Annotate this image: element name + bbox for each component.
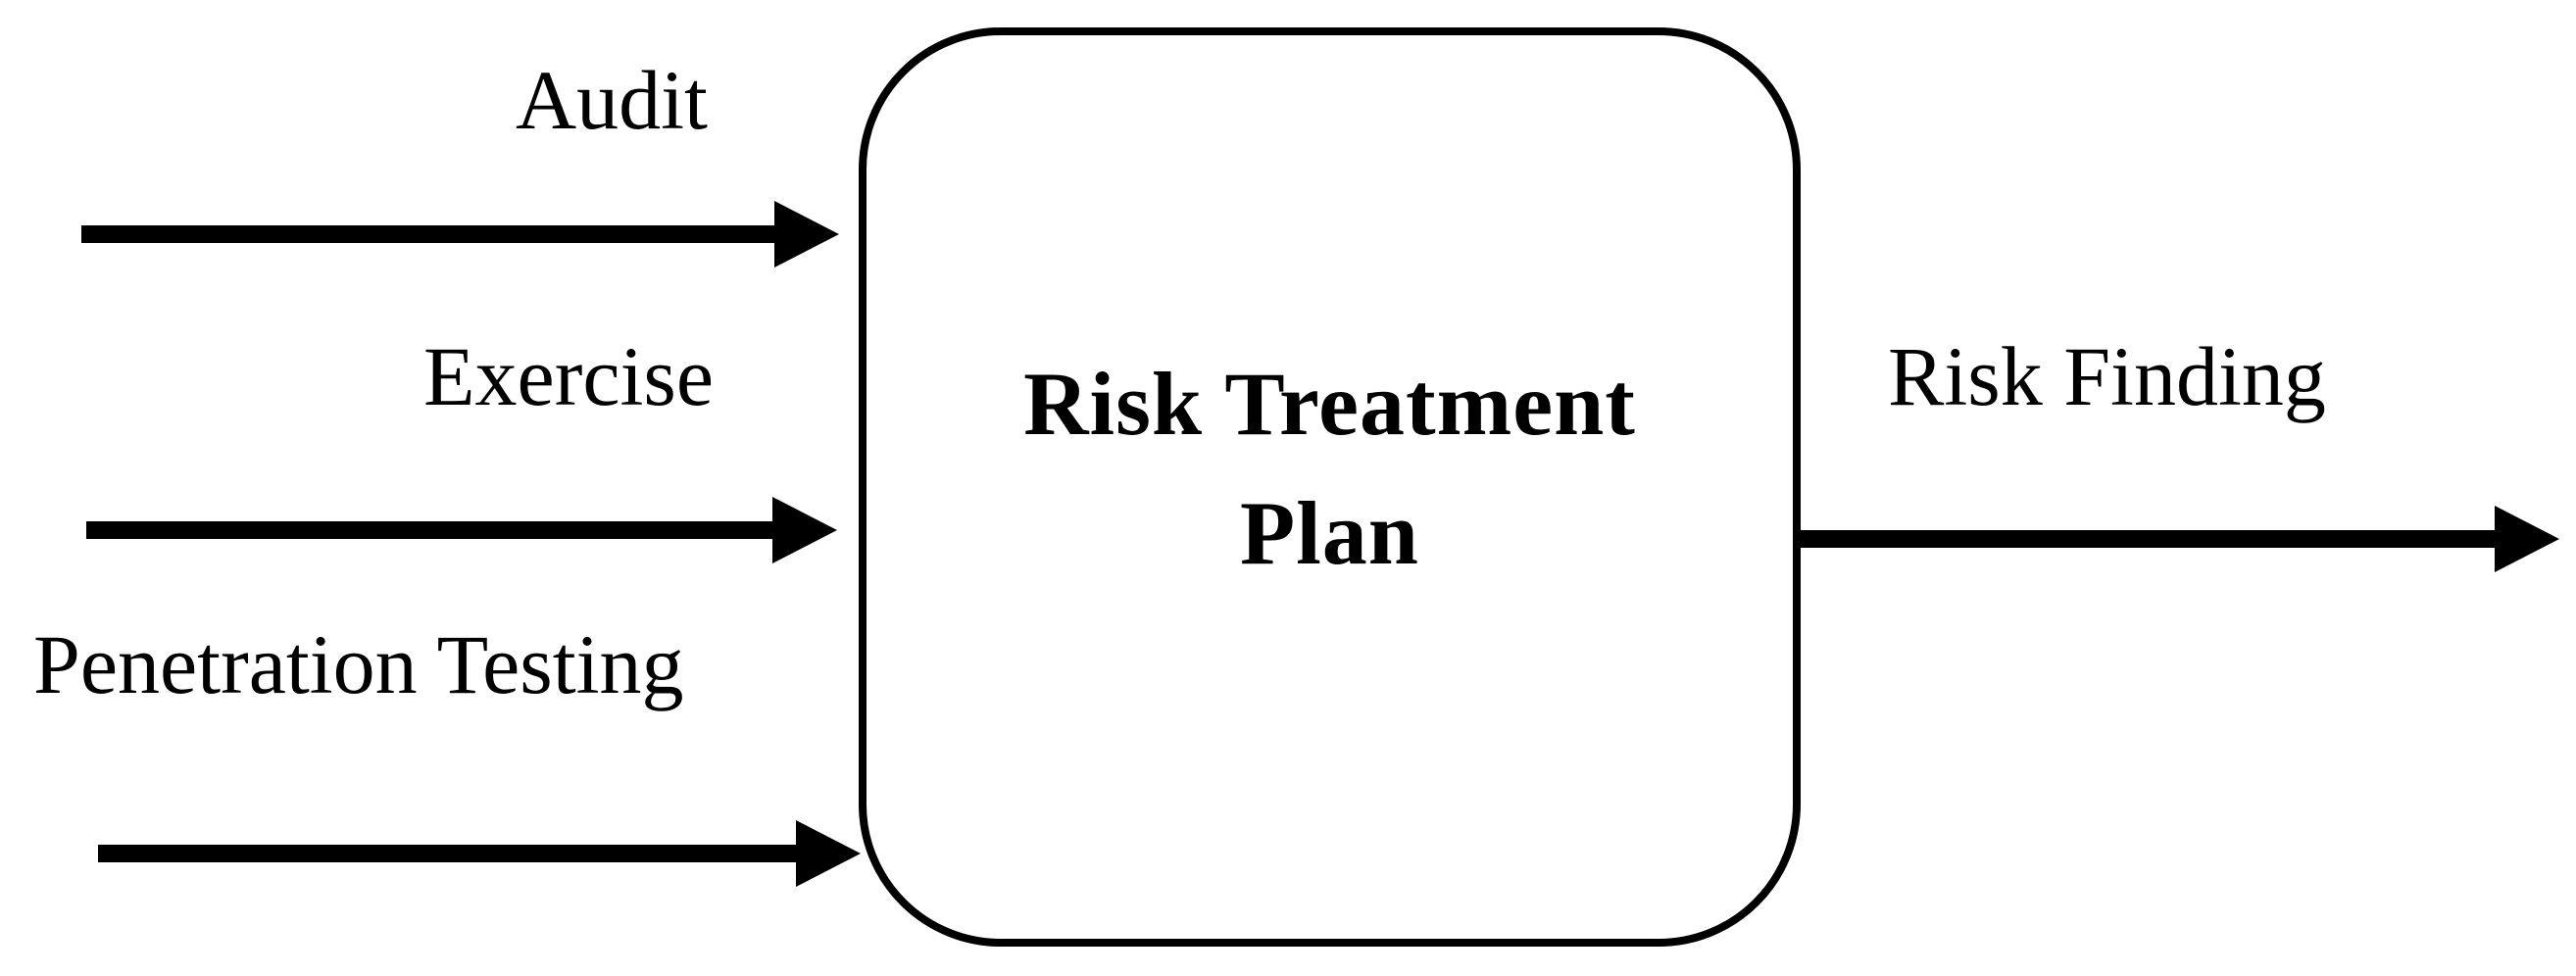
arrow-shaft [98,845,796,862]
process-box-title-line2: Plan [1240,483,1419,583]
arrow-shaft [1801,530,2495,548]
arrowhead-right-icon [796,820,861,887]
input-label-penetration-testing: Penetration Testing [33,617,684,711]
process-box: Risk Treatment Plan [859,27,1801,947]
output-label-risk-finding: Risk Finding [1888,329,2326,423]
input-label-exercise: Exercise [423,329,715,423]
arrow-shaft [81,225,774,243]
arrowhead-right-icon [772,497,837,563]
process-box-title: Risk Treatment Plan [867,339,1793,598]
arrow-shaft [86,521,772,539]
process-box-title-line1: Risk Treatment [1023,354,1636,454]
arrowhead-right-icon [2495,506,2559,572]
arrowhead-right-icon [774,201,839,268]
input-label-audit: Audit [516,53,708,147]
